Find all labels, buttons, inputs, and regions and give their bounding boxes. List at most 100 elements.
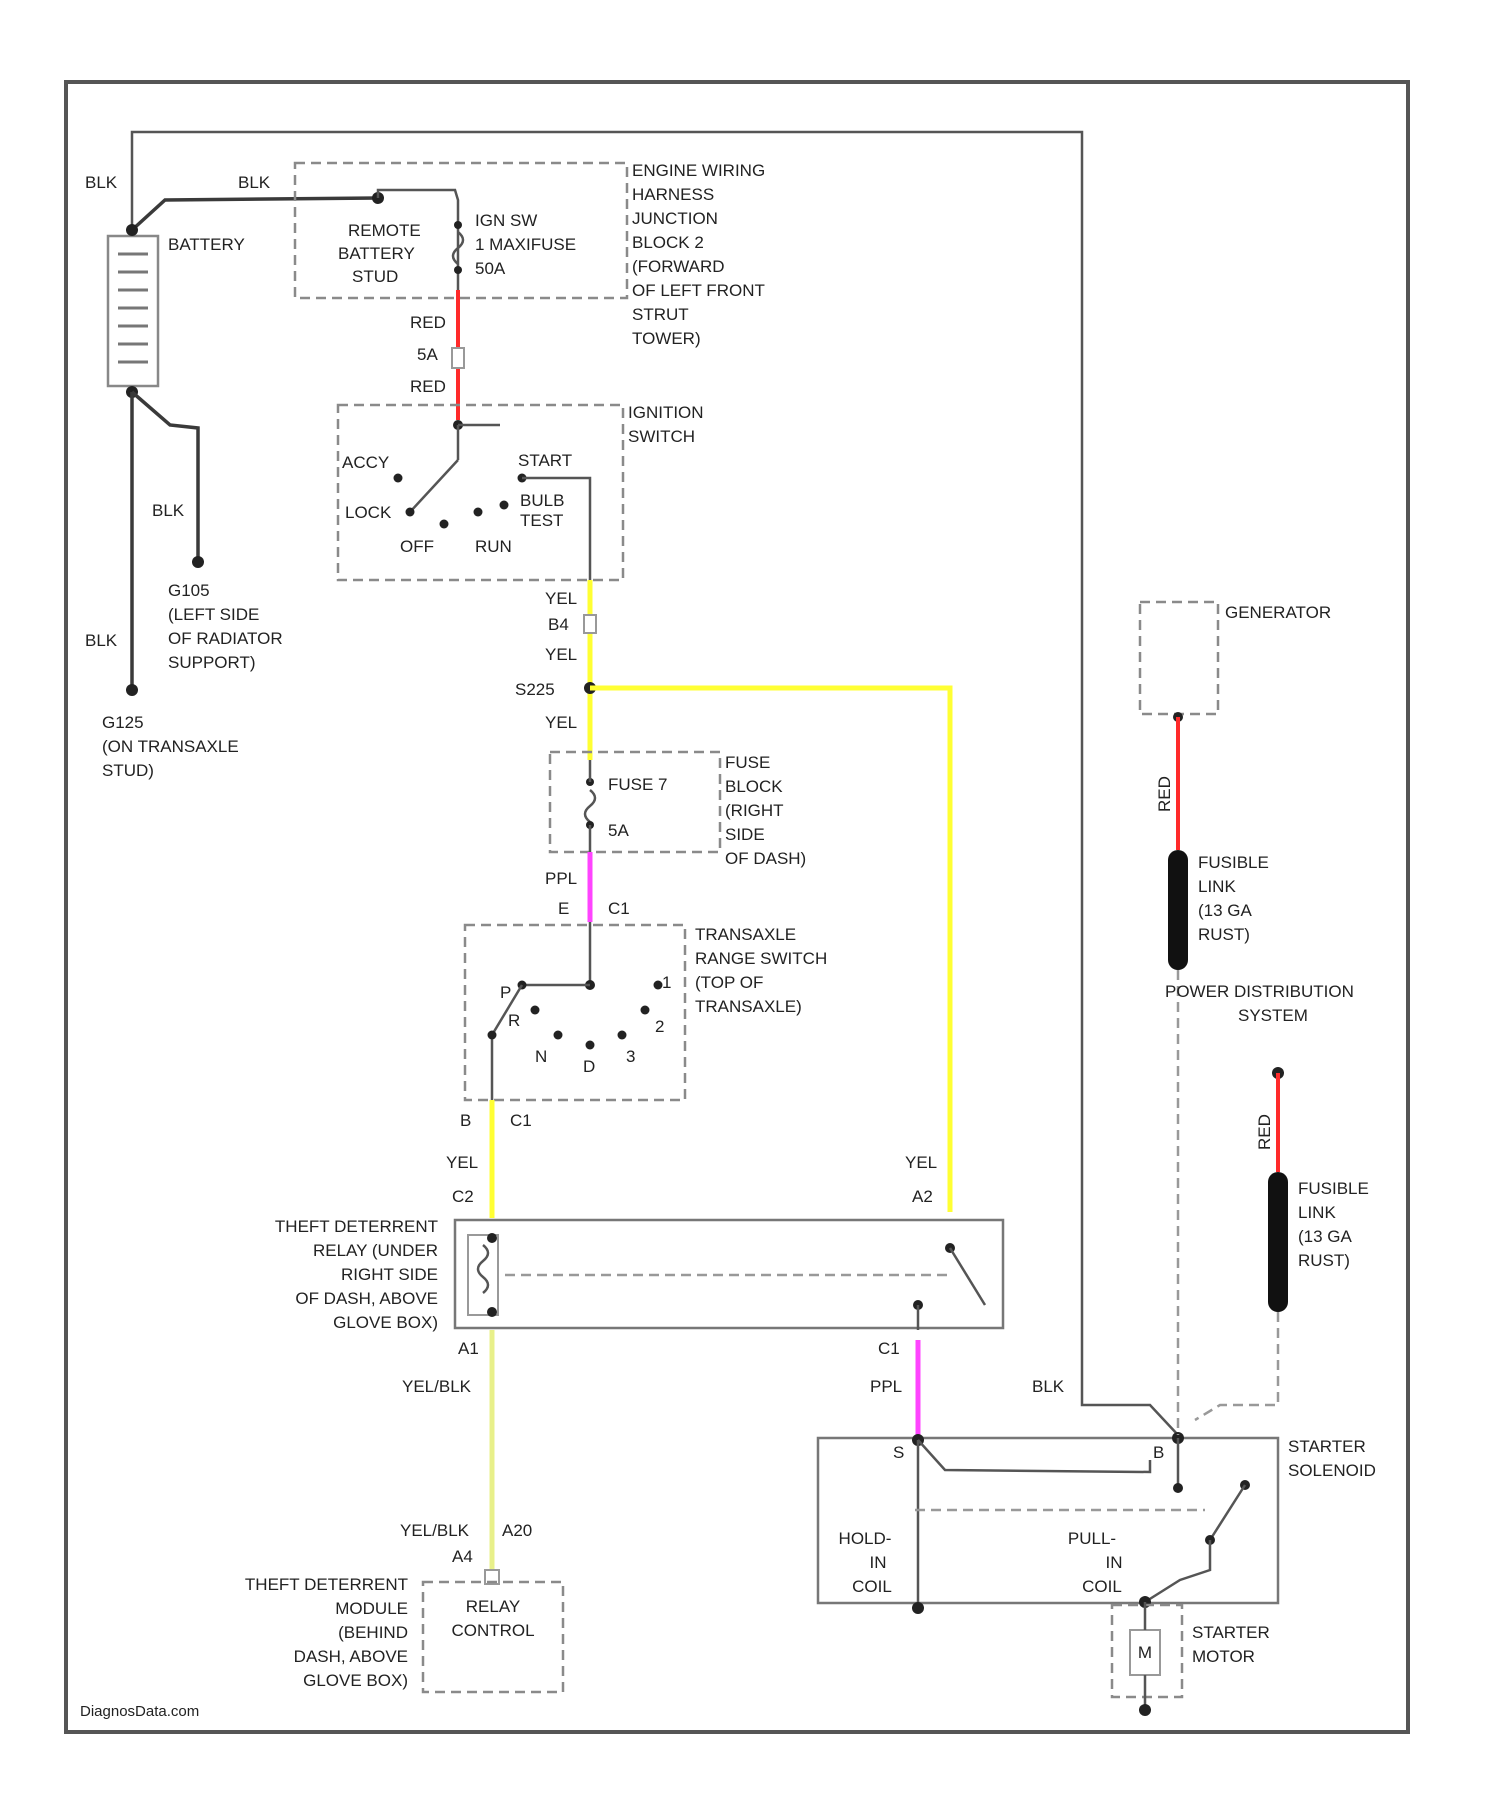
label-ejb-7: STRUT — [632, 305, 689, 324]
label-fuse-block-2: BLOCK — [725, 777, 783, 796]
label-blk-ground1: BLK — [152, 501, 185, 520]
label-tdm-5: GLOVE BOX) — [303, 1671, 408, 1690]
label-red-1: RED — [410, 313, 446, 332]
label-red-g1: RED — [1155, 776, 1174, 812]
label-ign-fuse-2: 1 MAXIFUSE — [475, 235, 576, 254]
label-battery: BATTERY — [168, 235, 245, 254]
label-hold-3: COIL — [852, 1577, 892, 1596]
relay-coil-top-node — [487, 1233, 497, 1243]
label-g105-1: G105 — [168, 581, 210, 600]
label-ppl-1: PPL — [545, 869, 577, 888]
label-lock: LOCK — [345, 503, 392, 522]
fuse-node-top — [454, 221, 462, 229]
label-ppl-2: PPL — [870, 1377, 902, 1396]
fuse-node-bottom — [454, 266, 462, 274]
label-trs-3: (TOP OF — [695, 973, 763, 992]
label-g125-1: G125 — [102, 713, 144, 732]
label-trs-2: RANGE SWITCH — [695, 949, 827, 968]
label-g125-2: (ON TRANSAXLE — [102, 737, 239, 756]
label-tdr-2: RELAY (UNDER — [313, 1241, 438, 1260]
label-c1-2: C1 — [510, 1111, 532, 1130]
label-tdr-4: OF DASH, ABOVE — [295, 1289, 438, 1308]
starter-motor-ground — [1139, 1704, 1151, 1716]
ign-lock-contact — [406, 508, 415, 517]
label-relay-control-1: RELAY — [466, 1597, 521, 1616]
ign-wiper-arm — [410, 460, 458, 512]
label-fusible1-1: FUSIBLE — [1198, 853, 1269, 872]
trs-d-contact — [586, 1041, 595, 1050]
g125-node — [126, 684, 138, 696]
label-ejb-6: OF LEFT FRONT — [632, 281, 765, 300]
label-yel-4: YEL — [446, 1153, 478, 1172]
label-3: 3 — [626, 1047, 635, 1066]
label-c1-3: C1 — [878, 1339, 900, 1358]
label-g105-4: SUPPORT) — [168, 653, 256, 672]
label-fuse-block-4: SIDE — [725, 825, 765, 844]
label-blk-ground2: BLK — [85, 631, 118, 650]
label-off: OFF — [400, 537, 434, 556]
label-bulb: BULB — [520, 491, 564, 510]
ign-accy-contact — [394, 474, 403, 483]
label-hold-1: HOLD- — [839, 1529, 892, 1548]
label-fusible1-3: (13 GA — [1198, 901, 1253, 920]
label-remote-1: REMOTE — [348, 221, 421, 240]
label-red-g2: RED — [1255, 1114, 1274, 1150]
label-run: RUN — [475, 537, 512, 556]
label-fusible2-3: (13 GA — [1298, 1227, 1353, 1246]
label-starter-sol-2: SOLENOID — [1288, 1461, 1376, 1480]
hold-in-ground — [912, 1602, 924, 1614]
label-yel-5: YEL — [905, 1153, 937, 1172]
fuse-5a-inline — [452, 348, 464, 368]
label-yel-1: YEL — [545, 589, 577, 608]
pull-in-coil-path — [1145, 1540, 1210, 1602]
label-d: D — [583, 1057, 595, 1076]
label-tdm-4: DASH, ABOVE — [294, 1647, 408, 1666]
fusible-link-1 — [1168, 850, 1188, 970]
solenoid-internal-path — [918, 1440, 1150, 1472]
label-hold-2: IN — [870, 1553, 887, 1572]
label-tdr-5: GLOVE BOX) — [333, 1313, 438, 1332]
label-trs-4: TRANSAXLE) — [695, 997, 802, 1016]
label-ejb-4: BLOCK 2 — [632, 233, 704, 252]
label-ejb-3: JUNCTION — [632, 209, 718, 228]
trs-output — [492, 985, 522, 1100]
label-blk-top: BLK — [85, 173, 118, 192]
label-a2: A2 — [912, 1187, 933, 1206]
solenoid-contact-b — [1173, 1483, 1183, 1493]
relay-coil-bottom-node — [487, 1307, 497, 1317]
label-starter-motor-1: STARTER — [1192, 1623, 1270, 1642]
fusible-link-2 — [1268, 1172, 1288, 1312]
label-a4: A4 — [452, 1547, 473, 1566]
label-fusible1-2: LINK — [1198, 877, 1236, 896]
label-ign-fuse-3: 50A — [475, 259, 506, 278]
label-g125-3: STUD) — [102, 761, 154, 780]
label-ign-switch-1: IGNITION — [628, 403, 704, 422]
label-g105-2: (LEFT SIDE — [168, 605, 259, 624]
watermark: DiagnosData.com — [80, 1703, 199, 1720]
label-c1-1: C1 — [608, 899, 630, 918]
fusible-2-dash — [1195, 1312, 1278, 1420]
label-fuse-block-3: (RIGHT — [725, 801, 784, 820]
label-tdm-2: MODULE — [335, 1599, 408, 1618]
label-pds-2: SYSTEM — [1238, 1006, 1308, 1025]
label-ejb-2: HARNESS — [632, 185, 714, 204]
label-pds-1: POWER DISTRIBUTION — [1165, 982, 1354, 1001]
label-red-2: RED — [410, 377, 446, 396]
fuse7-symbol — [585, 790, 595, 822]
trs-n-contact — [554, 1031, 563, 1040]
relay-coil — [468, 1235, 498, 1315]
label-trs-1: TRANSAXLE — [695, 925, 796, 944]
label-remote-2: BATTERY — [338, 244, 415, 263]
label-fusible2-2: LINK — [1298, 1203, 1336, 1222]
connector-b4 — [584, 615, 596, 633]
label-relay-control-2: CONTROL — [451, 1621, 534, 1640]
label-fuse7: FUSE 7 — [608, 775, 668, 794]
label-a1: A1 — [458, 1339, 479, 1358]
label-b4: B4 — [548, 615, 569, 634]
label-b-terminal: B — [1153, 1443, 1164, 1462]
label-accy: ACCY — [342, 453, 389, 472]
label-starter-sol-1: STARTER — [1288, 1437, 1366, 1456]
wire-blk-ground-g105 — [132, 392, 198, 562]
label-remote-3: STUD — [352, 267, 398, 286]
